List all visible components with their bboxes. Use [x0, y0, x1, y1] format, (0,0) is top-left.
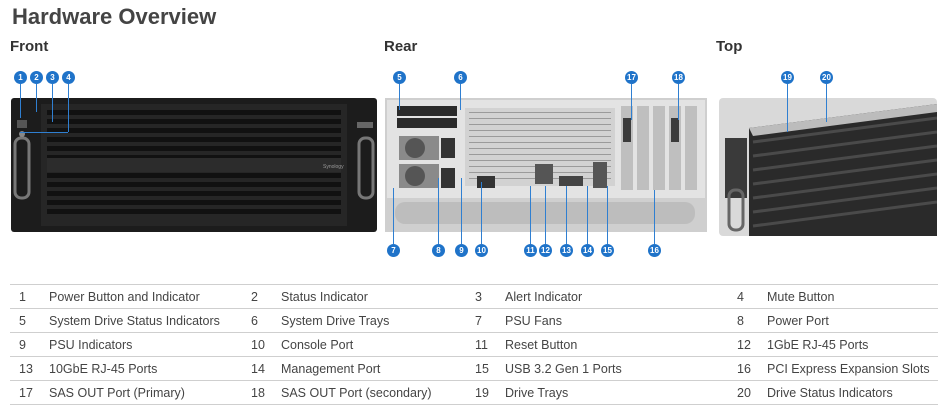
- leader-line: [393, 188, 394, 244]
- leader-line: [530, 186, 531, 244]
- leader-line: [826, 84, 827, 122]
- front-logo-text: Synology: [323, 164, 344, 170]
- callout-1: 1: [14, 71, 27, 84]
- page-title: Hardware Overview: [12, 4, 217, 29]
- legend-number: 8: [728, 308, 767, 333]
- top-panel-image: [719, 98, 937, 236]
- callout-17: 17: [625, 71, 638, 84]
- legend-number: 20: [728, 380, 767, 405]
- table-row: 1 Power Button and Indicator 2 Status In…: [10, 284, 938, 309]
- leader-line: [587, 186, 588, 244]
- section-label-front: Front: [10, 38, 49, 55]
- callout-18: 18: [672, 71, 685, 84]
- leader-line: [631, 84, 632, 120]
- front-chassis-illustration: Synology: [11, 98, 377, 232]
- component-legend-table: 1 Power Button and Indicator 2 Status In…: [10, 284, 938, 405]
- callout-8: 8: [432, 244, 445, 257]
- legend-number: 7: [466, 308, 505, 333]
- callout-16: 16: [648, 244, 661, 257]
- callout-3: 3: [46, 71, 59, 84]
- leader-line: [399, 84, 400, 110]
- leader-line: [68, 84, 69, 132]
- legend-label: PSU Indicators: [49, 332, 242, 357]
- legend-number: 2: [242, 284, 281, 309]
- legend-number: 12: [728, 332, 767, 357]
- legend-label: System Drive Status Indicators: [49, 308, 242, 333]
- leader-line: [20, 84, 21, 118]
- section-label-rear: Rear: [384, 38, 418, 55]
- legend-number: 18: [242, 380, 281, 405]
- callout-13: 13: [560, 244, 573, 257]
- legend-label: 10GbE RJ-45 Ports: [49, 356, 242, 381]
- legend-label: Mute Button: [767, 284, 938, 309]
- legend-number: 15: [466, 356, 505, 381]
- rear-panel-image: [385, 98, 707, 232]
- legend-number: 19: [466, 380, 505, 405]
- legend-number: 16: [728, 356, 767, 381]
- callout-11: 11: [524, 244, 537, 257]
- callout-20: 20: [820, 71, 833, 84]
- legend-number: 10: [242, 332, 281, 357]
- legend-number: 13: [10, 356, 49, 381]
- legend-label: Reset Button: [505, 332, 728, 357]
- leader-line: [545, 186, 546, 244]
- legend-number: 14: [242, 356, 281, 381]
- callout-9: 9: [455, 244, 468, 257]
- front-panel-image: Synology: [11, 98, 377, 232]
- leader-line: [461, 178, 462, 244]
- legend-label: Power Port: [767, 308, 938, 333]
- legend-label: Status Indicator: [281, 284, 466, 309]
- legend-number: 11: [466, 332, 505, 357]
- leader-line: [566, 186, 567, 244]
- table-row: 17 SAS OUT Port (Primary) 18 SAS OUT Por…: [10, 380, 938, 405]
- legend-label: SAS OUT Port (secondary): [281, 380, 466, 405]
- leader-line: [438, 178, 439, 244]
- legend-label: 1GbE RJ-45 Ports: [767, 332, 938, 357]
- leader-line: [20, 132, 68, 133]
- callout-14: 14: [581, 244, 594, 257]
- callout-12: 12: [539, 244, 552, 257]
- legend-label: System Drive Trays: [281, 308, 466, 333]
- legend-number: 9: [10, 332, 49, 357]
- callout-6: 6: [454, 71, 467, 84]
- legend-label: Drive Status Indicators: [767, 380, 938, 405]
- legend-number: 5: [10, 308, 49, 333]
- legend-label: PSU Fans: [505, 308, 728, 333]
- callout-7: 7: [387, 244, 400, 257]
- legend-label: Console Port: [281, 332, 466, 357]
- leader-line: [787, 84, 788, 132]
- legend-number: 6: [242, 308, 281, 333]
- legend-number: 1: [10, 284, 49, 309]
- leader-line: [36, 84, 37, 112]
- legend-label: PCI Express Expansion Slots: [767, 356, 938, 381]
- legend-label: Management Port: [281, 356, 466, 381]
- callout-19: 19: [781, 71, 794, 84]
- legend-label: Alert Indicator: [505, 284, 728, 309]
- callout-4: 4: [62, 71, 75, 84]
- leader-line: [460, 84, 461, 110]
- legend-label: SAS OUT Port (Primary): [49, 380, 242, 405]
- leader-line: [52, 84, 53, 122]
- callout-10: 10: [475, 244, 488, 257]
- legend-number: 3: [466, 284, 505, 309]
- callout-2: 2: [30, 71, 43, 84]
- table-row: 9 PSU Indicators 10 Console Port 11 Rese…: [10, 332, 938, 357]
- callout-15: 15: [601, 244, 614, 257]
- leader-line: [654, 190, 655, 244]
- top-chassis-illustration: [719, 98, 937, 236]
- leader-line: [678, 84, 679, 120]
- section-label-top: Top: [716, 38, 743, 55]
- leader-line: [607, 186, 608, 244]
- table-row: 5 System Drive Status Indicators 6 Syste…: [10, 308, 938, 333]
- legend-label: Drive Trays: [505, 380, 728, 405]
- leader-line: [481, 182, 482, 244]
- table-row: 13 10GbE RJ-45 Ports 14 Management Port …: [10, 356, 938, 381]
- legend-number: 17: [10, 380, 49, 405]
- legend-number: 4: [728, 284, 767, 309]
- callout-5: 5: [393, 71, 406, 84]
- rear-chassis-illustration: [385, 98, 707, 232]
- legend-label: USB 3.2 Gen 1 Ports: [505, 356, 728, 381]
- legend-label: Power Button and Indicator: [49, 284, 242, 309]
